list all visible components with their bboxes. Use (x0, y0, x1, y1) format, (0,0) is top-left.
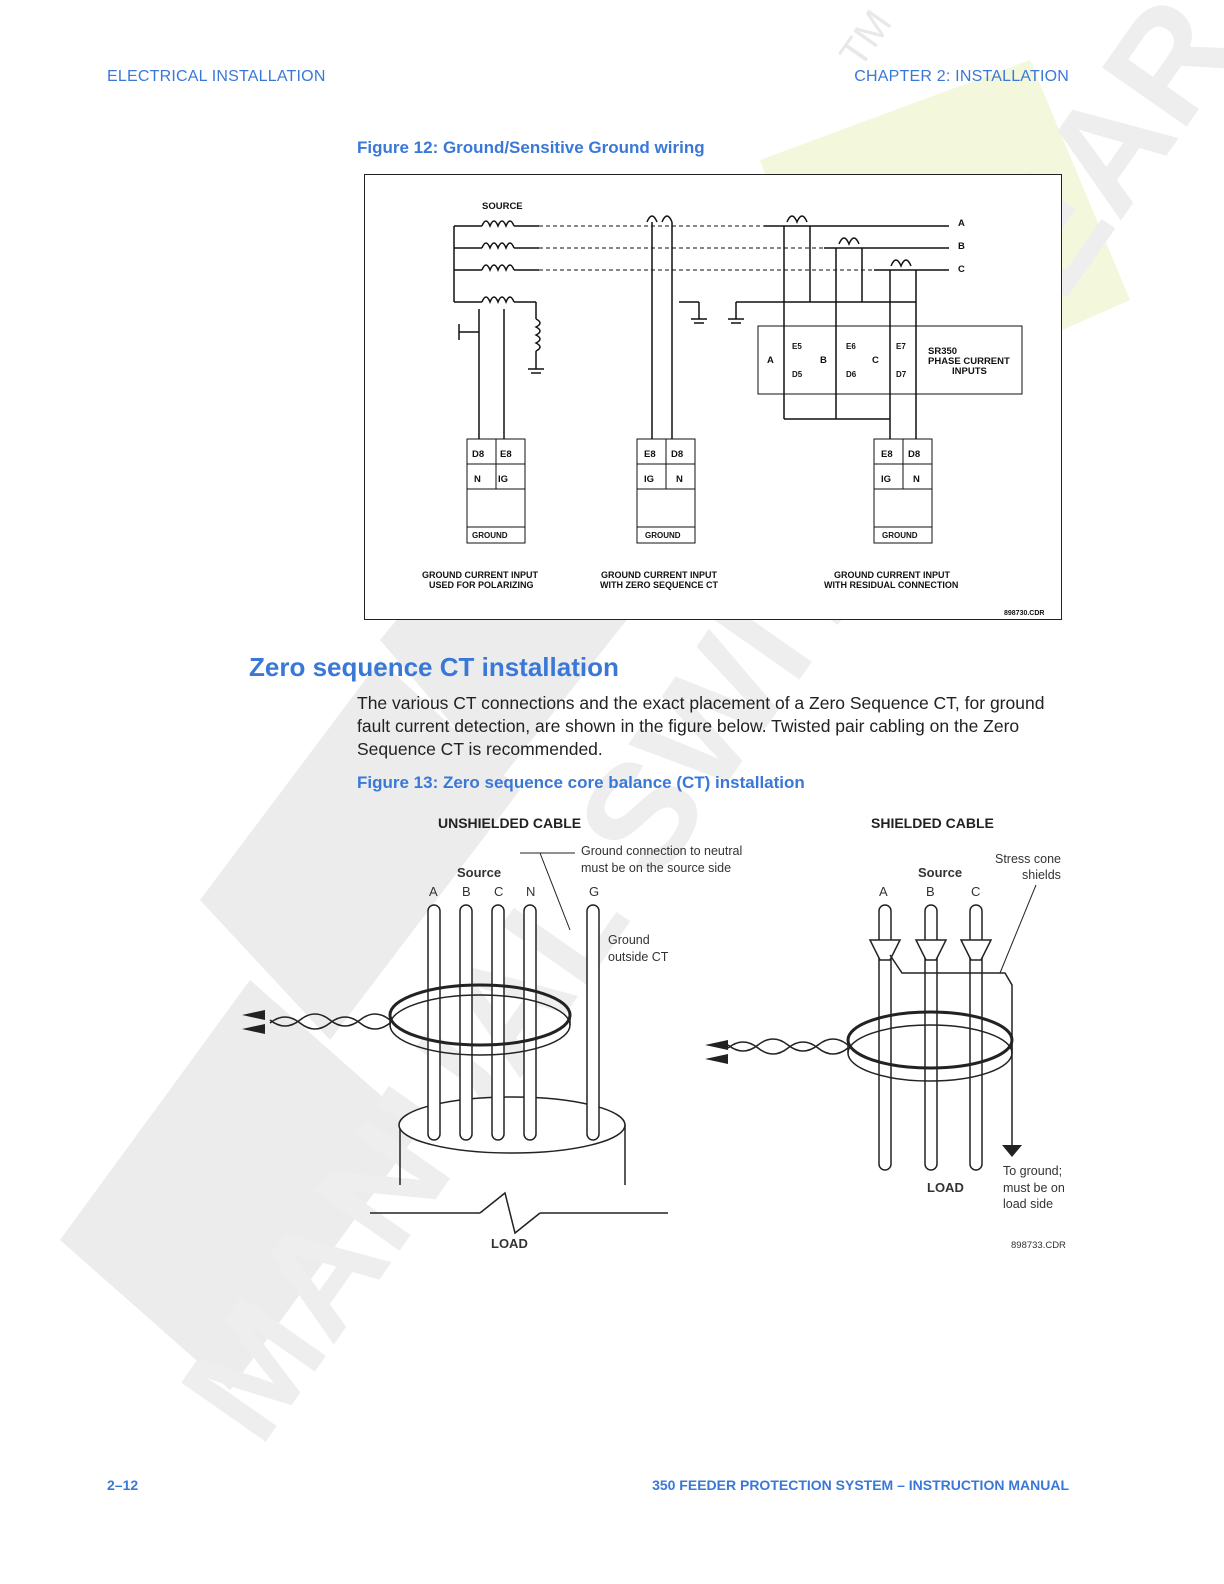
svg-text:GROUND: GROUND (882, 531, 918, 540)
svg-text:Ground connection to neutral: Ground connection to neutral (581, 844, 742, 858)
svg-text:USED FOR POLARIZING: USED FOR POLARIZING (429, 580, 534, 590)
figure-13-diagram: UNSHIELDED CABLE SHIELDED CABLE Source A… (242, 815, 1066, 1251)
svg-text:C: C (494, 884, 503, 899)
svg-text:E7: E7 (896, 342, 906, 351)
section-heading: Zero sequence CT installation (249, 652, 619, 682)
svg-text:LOAD: LOAD (491, 1236, 528, 1251)
svg-text:G: G (589, 884, 599, 899)
svg-text:N: N (676, 474, 683, 485)
svg-text:A: A (879, 884, 888, 899)
svg-text:A: A (429, 884, 438, 899)
svg-text:B: B (958, 241, 965, 252)
figure-12-diagram: SOURCE A B C (364, 174, 1062, 620)
svg-text:must be on the source side: must be on the source side (581, 861, 731, 875)
svg-text:Source: Source (457, 865, 501, 880)
svg-text:SR350: SR350 (928, 346, 957, 357)
svg-text:898733.CDR: 898733.CDR (1011, 1240, 1066, 1251)
svg-text:D7: D7 (896, 370, 907, 379)
svg-text:E8: E8 (881, 449, 893, 460)
svg-text:E8: E8 (500, 449, 512, 460)
svg-text:E6: E6 (846, 342, 856, 351)
svg-text:898730.CDR: 898730.CDR (1004, 610, 1044, 617)
svg-text:WITH ZERO SEQUENCE CT: WITH ZERO SEQUENCE CT (600, 580, 719, 590)
svg-text:D6: D6 (846, 370, 857, 379)
svg-text:To ground;: To ground; (1003, 1164, 1062, 1178)
svg-text:outside CT: outside CT (608, 950, 669, 964)
svg-text:GROUND CURRENT INPUT: GROUND CURRENT INPUT (834, 570, 951, 580)
section-paragraph: The various CT connections and the exact… (357, 693, 1045, 759)
svg-text:INPUTS: INPUTS (952, 366, 987, 377)
svg-text:GROUND: GROUND (645, 531, 681, 540)
svg-text:SOURCE: SOURCE (482, 201, 523, 212)
svg-text:D5: D5 (792, 370, 803, 379)
header-left: ELECTRICAL INSTALLATION (107, 68, 326, 85)
svg-text:load side: load side (1003, 1197, 1053, 1211)
footer-manual-title: 350 FEEDER PROTECTION SYSTEM – INSTRUCTI… (652, 1477, 1069, 1493)
svg-text:D8: D8 (671, 449, 683, 460)
svg-text:UNSHIELDED CABLE: UNSHIELDED CABLE (438, 815, 581, 831)
svg-text:D8: D8 (472, 449, 484, 460)
svg-text:C: C (872, 355, 879, 366)
figure-13-caption: Figure 13: Zero sequence core balance (C… (357, 773, 805, 792)
svg-text:N: N (913, 474, 920, 485)
svg-text:Stress cone: Stress cone (995, 852, 1061, 866)
svg-text:GROUND CURRENT INPUT: GROUND CURRENT INPUT (601, 570, 718, 580)
svg-text:IG: IG (644, 474, 654, 485)
svg-text:B: B (820, 355, 827, 366)
svg-text:D8: D8 (908, 449, 920, 460)
svg-text:GROUND: GROUND (472, 531, 508, 540)
svg-text:LOAD: LOAD (927, 1180, 964, 1195)
svg-text:E5: E5 (792, 342, 802, 351)
svg-text:IG: IG (498, 474, 508, 485)
svg-text:IG: IG (881, 474, 891, 485)
svg-text:Source: Source (918, 865, 962, 880)
svg-text:E8: E8 (644, 449, 656, 460)
svg-text:A: A (958, 218, 965, 229)
svg-text:Ground: Ground (608, 933, 650, 947)
svg-text:B: B (462, 884, 471, 899)
svg-text:WITH RESIDUAL CONNECTION: WITH RESIDUAL CONNECTION (824, 580, 958, 590)
svg-text:GROUND CURRENT INPUT: GROUND CURRENT INPUT (422, 570, 539, 580)
svg-text:shields: shields (1022, 868, 1061, 882)
svg-text:A: A (767, 355, 774, 366)
svg-text:N: N (526, 884, 535, 899)
footer-page-number: 2–12 (107, 1477, 139, 1493)
svg-text:C: C (971, 884, 980, 899)
svg-text:C: C (958, 264, 965, 275)
svg-text:TM: TM (831, 3, 900, 76)
figure-12-caption: Figure 12: Ground/Sensitive Ground wirin… (357, 138, 705, 157)
header-right: CHAPTER 2: INSTALLATION (854, 68, 1069, 85)
svg-text:must be on: must be on (1003, 1181, 1065, 1195)
svg-text:SHIELDED CABLE: SHIELDED CABLE (871, 815, 994, 831)
svg-text:PHASE CURRENT: PHASE CURRENT (928, 356, 1010, 367)
svg-text:B: B (926, 884, 935, 899)
svg-text:N: N (474, 474, 481, 485)
